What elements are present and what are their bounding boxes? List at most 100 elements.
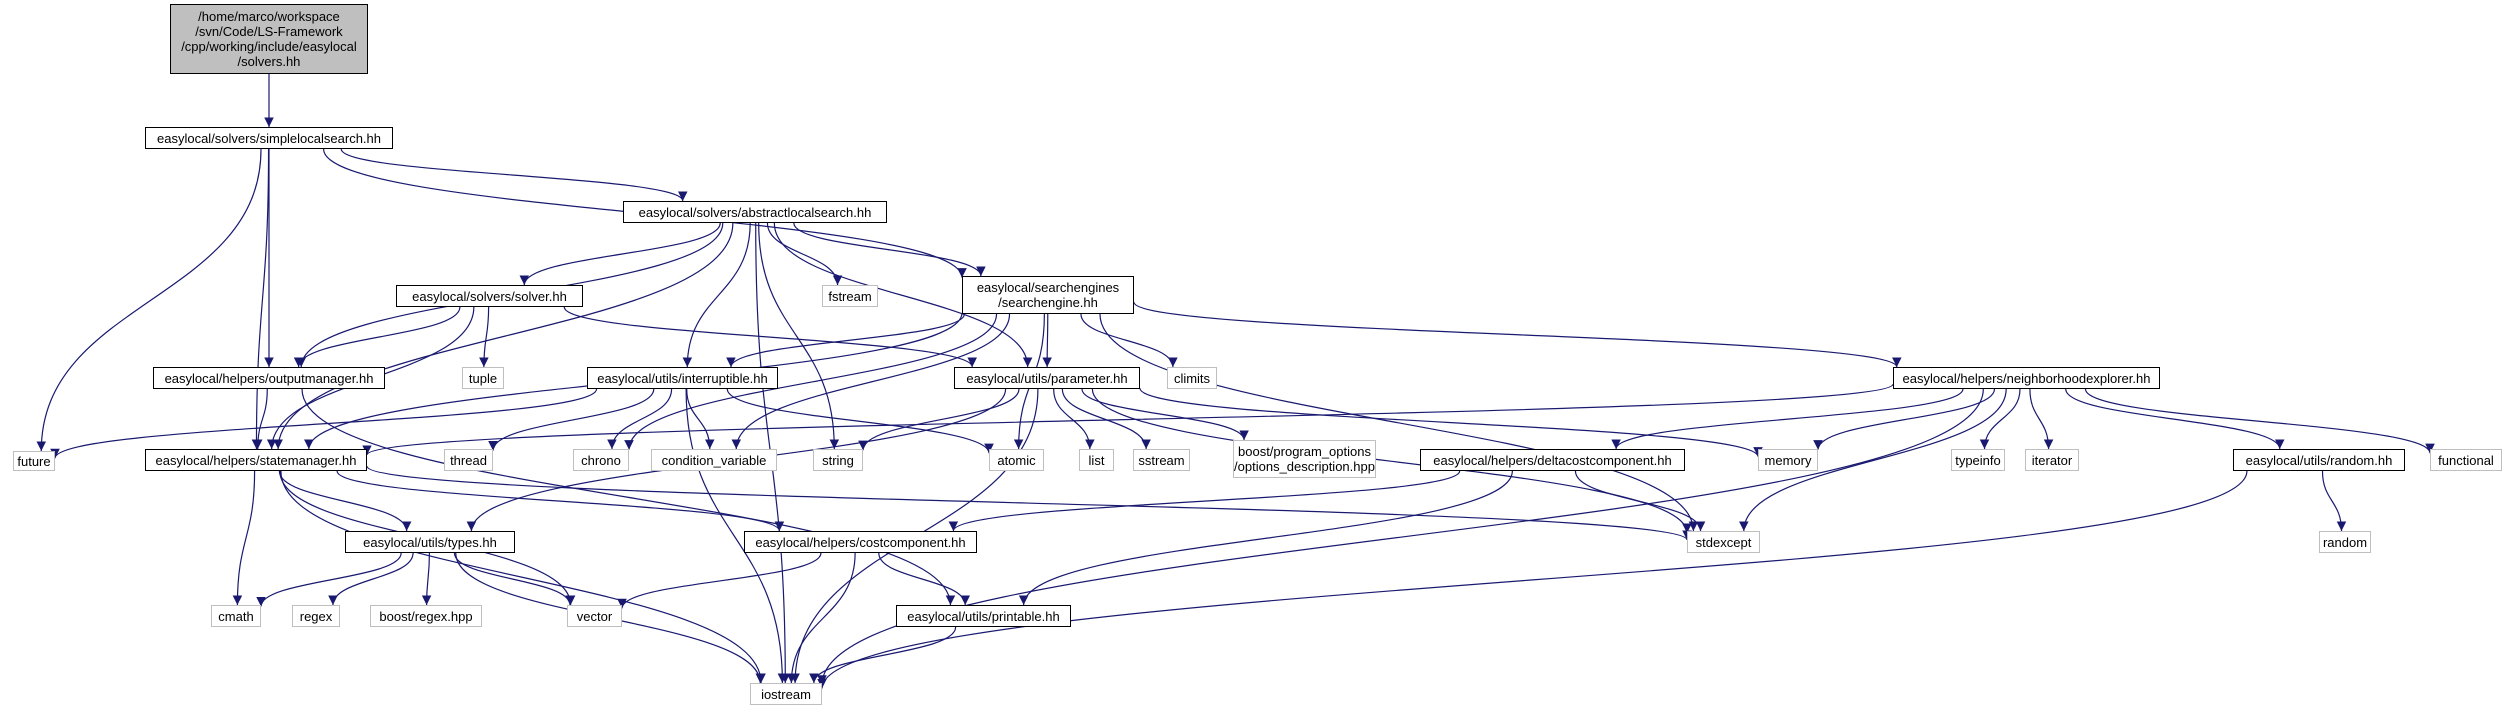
node-printable[interactable]: easylocal/utils/printable.hh: [896, 605, 1071, 627]
edge-neighborhoodexplorer-to-functional: [2084, 388, 2435, 454]
node-neighborhoodexplorer[interactable]: easylocal/helpers/neighborhoodexplorer.h…: [1893, 367, 2160, 389]
edge-simplelocalsearch-to-abstractlocalsearch: [340, 148, 688, 202]
node-random-hh[interactable]: easylocal/utils/random.hh: [2233, 449, 2405, 471]
edge-interruptible-to-thread: [488, 388, 655, 451]
node-regex-hpp: boost/regex.hpp: [370, 605, 482, 627]
node-regex: regex: [292, 605, 340, 627]
node-iostream: iostream: [750, 683, 822, 705]
node-thread: thread: [444, 449, 493, 471]
edge-solver-to-tuple: [479, 306, 490, 368]
edge-types-to-regex: [328, 552, 414, 606]
edge-searchengine-to-climits: [1080, 313, 1178, 368]
edge-random-hh-to-random: [2321, 470, 2347, 532]
node-outputmanager[interactable]: easylocal/helpers/outputmanager.hh: [153, 367, 385, 389]
edge-abstractlocalsearch-to-string: [758, 222, 840, 450]
edge-solver-to-outputmanager: [293, 306, 461, 368]
node-parameter[interactable]: easylocal/utils/parameter.hh: [954, 367, 1140, 389]
edge-parameter-to-stdexcept: [1091, 388, 1692, 534]
edge-abstractlocalsearch-to-solver: [519, 222, 721, 286]
edge-simplelocalsearch-to-future: [36, 148, 262, 452]
node-random: random: [2319, 531, 2371, 553]
edge-abstractlocalsearch-to-statemanager: [273, 222, 734, 450]
node-cmath: cmath: [211, 605, 261, 627]
edge-types-to-vector: [453, 552, 575, 606]
edge-abstractlocalsearch-to-parameter: [773, 222, 1033, 368]
node-tuple: tuple: [462, 367, 504, 389]
node-iterator: iterator: [2025, 449, 2079, 471]
node-options-description: boost/program_options /options_descripti…: [1233, 440, 1376, 478]
edge-outputmanager-to-printable: [301, 388, 956, 606]
node-types[interactable]: easylocal/utils/types.hh: [345, 531, 515, 553]
edge-costcomponent-to-iostream: [786, 552, 856, 684]
edge-neighborhoodexplorer-to-iostream: [817, 388, 1984, 685]
edge-neighborhoodexplorer-to-iterator: [2029, 388, 2054, 450]
edge-types-to-cmath: [256, 552, 402, 607]
edge-interruptible-to-condition-variable: [686, 388, 715, 450]
node-atomic: atomic: [989, 449, 1044, 471]
edge-parameter-to-string: [858, 388, 1020, 451]
edge-printable-to-iostream: [809, 626, 957, 684]
edge-abstractlocalsearch-to-interruptible: [682, 222, 751, 368]
edge-parameter-to-list: [1053, 388, 1095, 450]
edge-costcomponent-to-vector: [617, 552, 822, 609]
edge-searchengine-to-parameter: [1042, 313, 1052, 368]
edge-searchengine-to-stdexcept: [1099, 313, 1699, 532]
node-fstream: fstream: [822, 285, 878, 307]
node-deltacostcomponent[interactable]: easylocal/helpers/deltacostcomponent.hh: [1420, 449, 1685, 471]
edge-solver-to-parameter: [563, 306, 977, 368]
edge-deltacostcomponent-to-costcomponent: [948, 470, 1461, 532]
edge-abstractlocalsearch-to-searchengine: [793, 222, 986, 277]
edge-searchengine-to-condition-variable: [731, 313, 1011, 450]
edge-searchengine-to-neighborhoodexplorer: [1133, 301, 1902, 368]
edge-neighborhoodexplorer-to-deltacostcomponent: [1611, 388, 1964, 450]
edge-statemanager-to-stdexcept: [366, 465, 1692, 541]
edge-neighborhoodexplorer-to-random-hh: [2065, 388, 2285, 450]
edge-deltacostcomponent-to-printable: [1018, 470, 1513, 606]
edge-deltacostcomponent-to-stdexcept: [1574, 470, 1706, 532]
edge-abstractlocalsearch-to-fstream: [766, 222, 843, 286]
edge-neighborhoodexplorer-to-typeinfo: [1979, 388, 2021, 450]
edge-simplelocalsearch-to-statemanager: [251, 148, 270, 450]
node-interruptible[interactable]: easylocal/utils/interruptible.hh: [587, 367, 778, 389]
node-future: future: [13, 451, 55, 471]
node-searchengine[interactable]: easylocal/searchengines /searchengine.hh: [962, 276, 1134, 314]
node-sstream: sstream: [1133, 449, 1190, 471]
node-vector: vector: [567, 605, 622, 627]
edge-interruptible-to-atomic: [726, 388, 994, 454]
edge-searchengine-to-chrono: [624, 313, 998, 450]
edge-neighborhoodexplorer-to-statemanager: [362, 383, 1894, 456]
edge-neighborhoodexplorer-to-stdexcept: [1739, 388, 2007, 532]
edge-statemanager-to-costcomponent: [336, 470, 785, 532]
edge-searchengine-to-interruptible: [726, 313, 965, 368]
node-simplelocalsearch[interactable]: easylocal/solvers/simplelocalsearch.hh: [145, 127, 393, 149]
edge-interruptible-to-iostream: [685, 388, 788, 684]
edge-interruptible-to-future: [50, 388, 598, 459]
node-string: string: [813, 449, 863, 471]
node-condition-variable: condition_variable: [651, 449, 777, 471]
node-root: /home/marco/workspace /svn/Code/LS-Frame…: [170, 4, 368, 74]
edge-random-hh-to-iostream: [817, 470, 2248, 689]
edge-costcomponent-to-printable: [878, 552, 970, 606]
node-list: list: [1079, 449, 1114, 471]
node-memory: memory: [1758, 449, 1818, 471]
edge-parameter-to-options-description: [1081, 388, 1249, 441]
edge-outputmanager-to-statemanager: [252, 388, 268, 450]
edge-statemanager-to-cmath: [232, 470, 256, 606]
edge-parameter-to-memory: [1139, 388, 1763, 457]
node-solver[interactable]: easylocal/solvers/solver.hh: [396, 285, 583, 307]
node-abstractlocalsearch[interactable]: easylocal/solvers/abstractlocalsearch.hh: [623, 201, 887, 223]
edge-statemanager-to-iostream: [280, 470, 766, 684]
node-costcomponent[interactable]: easylocal/helpers/costcomponent.hh: [744, 531, 977, 553]
edge-neighborhoodexplorer-to-memory: [1813, 388, 1996, 450]
node-chrono: chrono: [573, 449, 629, 471]
edge-interruptible-to-chrono: [607, 388, 673, 450]
edge-parameter-to-sstream: [1061, 388, 1151, 450]
node-statemanager[interactable]: easylocal/helpers/statemanager.hh: [145, 449, 367, 471]
edge-statemanager-to-types: [278, 470, 412, 532]
node-typeinfo: typeinfo: [1951, 449, 2005, 471]
edge-types-to-regex-hpp: [421, 552, 432, 606]
node-climits: climits: [1167, 367, 1217, 389]
node-functional: functional: [2430, 449, 2502, 471]
